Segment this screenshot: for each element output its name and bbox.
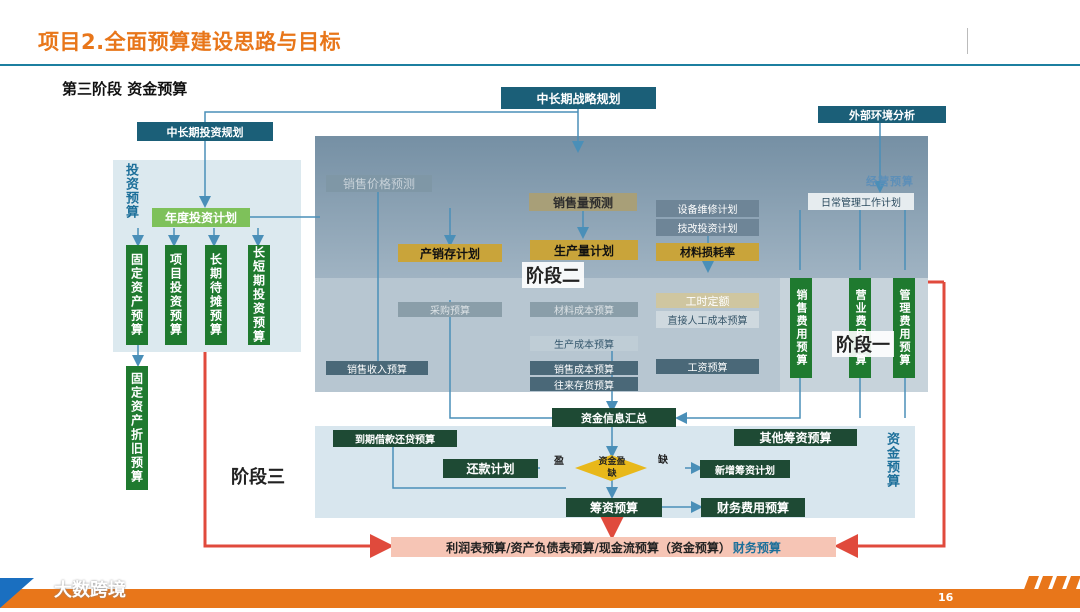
- sales-revenue-budget-box: 销售收入预算: [326, 361, 428, 376]
- title-underline: [0, 64, 1080, 66]
- long-short-invest-budget-box: 长短期投资预算: [248, 245, 270, 345]
- surplus-label: 盈: [554, 456, 564, 467]
- footer-bar: [0, 589, 1080, 608]
- purchase-budget-box: 采购预算: [398, 302, 502, 317]
- final-budget-suffix: 财务预算: [732, 540, 781, 555]
- fund-budget-label: 资金预算: [884, 432, 899, 488]
- sap-logo-icon: [0, 578, 34, 608]
- production-plan-box: 生产量计划: [530, 240, 638, 260]
- business-expense-box: 营业费用预算: [849, 278, 871, 378]
- labor-quota-box: 工时定额: [656, 293, 759, 308]
- finance-cost-budget-box: 财务费用预算: [701, 498, 805, 517]
- page-title: 项目2.全面预算建设思路与目标: [38, 30, 342, 54]
- financing-budget-box: 筹资预算: [566, 498, 662, 517]
- prod-sales-inv-plan-box: 产销存计划: [398, 244, 502, 262]
- selling-expense-box: 销售费用预算: [790, 278, 812, 378]
- daily-mgmt-plan-box: 日常管理工作计划: [808, 193, 914, 210]
- management-expense-box: 管理费用预算: [893, 278, 915, 378]
- fixed-asset-budget-box: 固定资产预算: [126, 245, 148, 345]
- annual-invest-plan-box: 年度投资计划: [152, 208, 250, 227]
- phase-one-label: 阶段一: [832, 331, 894, 357]
- brand-watermark: 大数跨境: [54, 580, 126, 601]
- sales-volume-forecast-box: 销售量预测: [529, 193, 637, 211]
- diamond-icon: [575, 455, 647, 481]
- header-divider: [967, 28, 968, 54]
- sales-cost-budget-box: 销售成本预算: [530, 361, 638, 376]
- final-budget-text: 利润表预算/资产负债表预算/现金流预算（资金预算）: [446, 540, 731, 555]
- long-invest-plan-box: 中长期投资规划: [137, 122, 273, 141]
- fixed-asset-depr-budget-box: 固定资产折旧预算: [126, 366, 148, 490]
- tech-invest-plan-box: 技改投资计划: [656, 219, 759, 236]
- production-cost-budget-box: 生产成本预算: [530, 336, 638, 351]
- long-term-amort-budget-box: 长期待摊预算: [205, 245, 227, 345]
- material-cost-budget-box: 材料成本预算: [530, 302, 638, 317]
- page-number: 16: [938, 591, 954, 604]
- equipment-plan-box: 设备维修计划: [656, 200, 759, 217]
- wage-budget-box: 工资预算: [656, 359, 759, 374]
- section-subtitle: 第三阶段 资金预算: [62, 80, 188, 98]
- repay-plan-box: 还款计划: [443, 459, 538, 478]
- sales-price-forecast-box: 销售价格预测: [326, 175, 432, 192]
- fund-surplus-diamond: [575, 455, 647, 481]
- final-budget-bar: 利润表预算/资产负债表预算/现金流预算（资金预算） 财务预算: [391, 537, 836, 557]
- new-financing-plan-box: 新增筹资计划: [700, 460, 790, 478]
- fund-surplus-label: 资金盈缺: [598, 457, 626, 479]
- maturing-loan-budget-box: 到期借款还贷预算: [333, 430, 457, 447]
- strategy-box: 中长期战略规划: [501, 87, 656, 109]
- fund-info-summary-box: 资金信息汇总: [552, 408, 676, 427]
- project-invest-budget-box: 项目投资预算: [165, 245, 187, 345]
- sap-logo: [0, 578, 34, 608]
- phase-two-label: 阶段二: [522, 262, 584, 288]
- direct-labor-cost-box: 直接人工成本预算: [656, 311, 759, 328]
- stripes-icon: [1017, 576, 1080, 608]
- deficit-label: 缺: [658, 455, 668, 466]
- footer-stripes-logo: [1005, 570, 1080, 608]
- other-financing-budget-box: 其他筹资预算: [734, 429, 857, 446]
- business-budget-label: 经营预算: [866, 175, 914, 188]
- material-loss-rate-box: 材料损耗率: [656, 243, 759, 261]
- ar-inventory-budget-box: 往来存货预算: [530, 377, 638, 392]
- invest-budget-label: 投资预算: [123, 163, 138, 219]
- external-env-box: 外部环境分析: [818, 106, 946, 123]
- phase-three-label: 阶段三: [227, 463, 289, 489]
